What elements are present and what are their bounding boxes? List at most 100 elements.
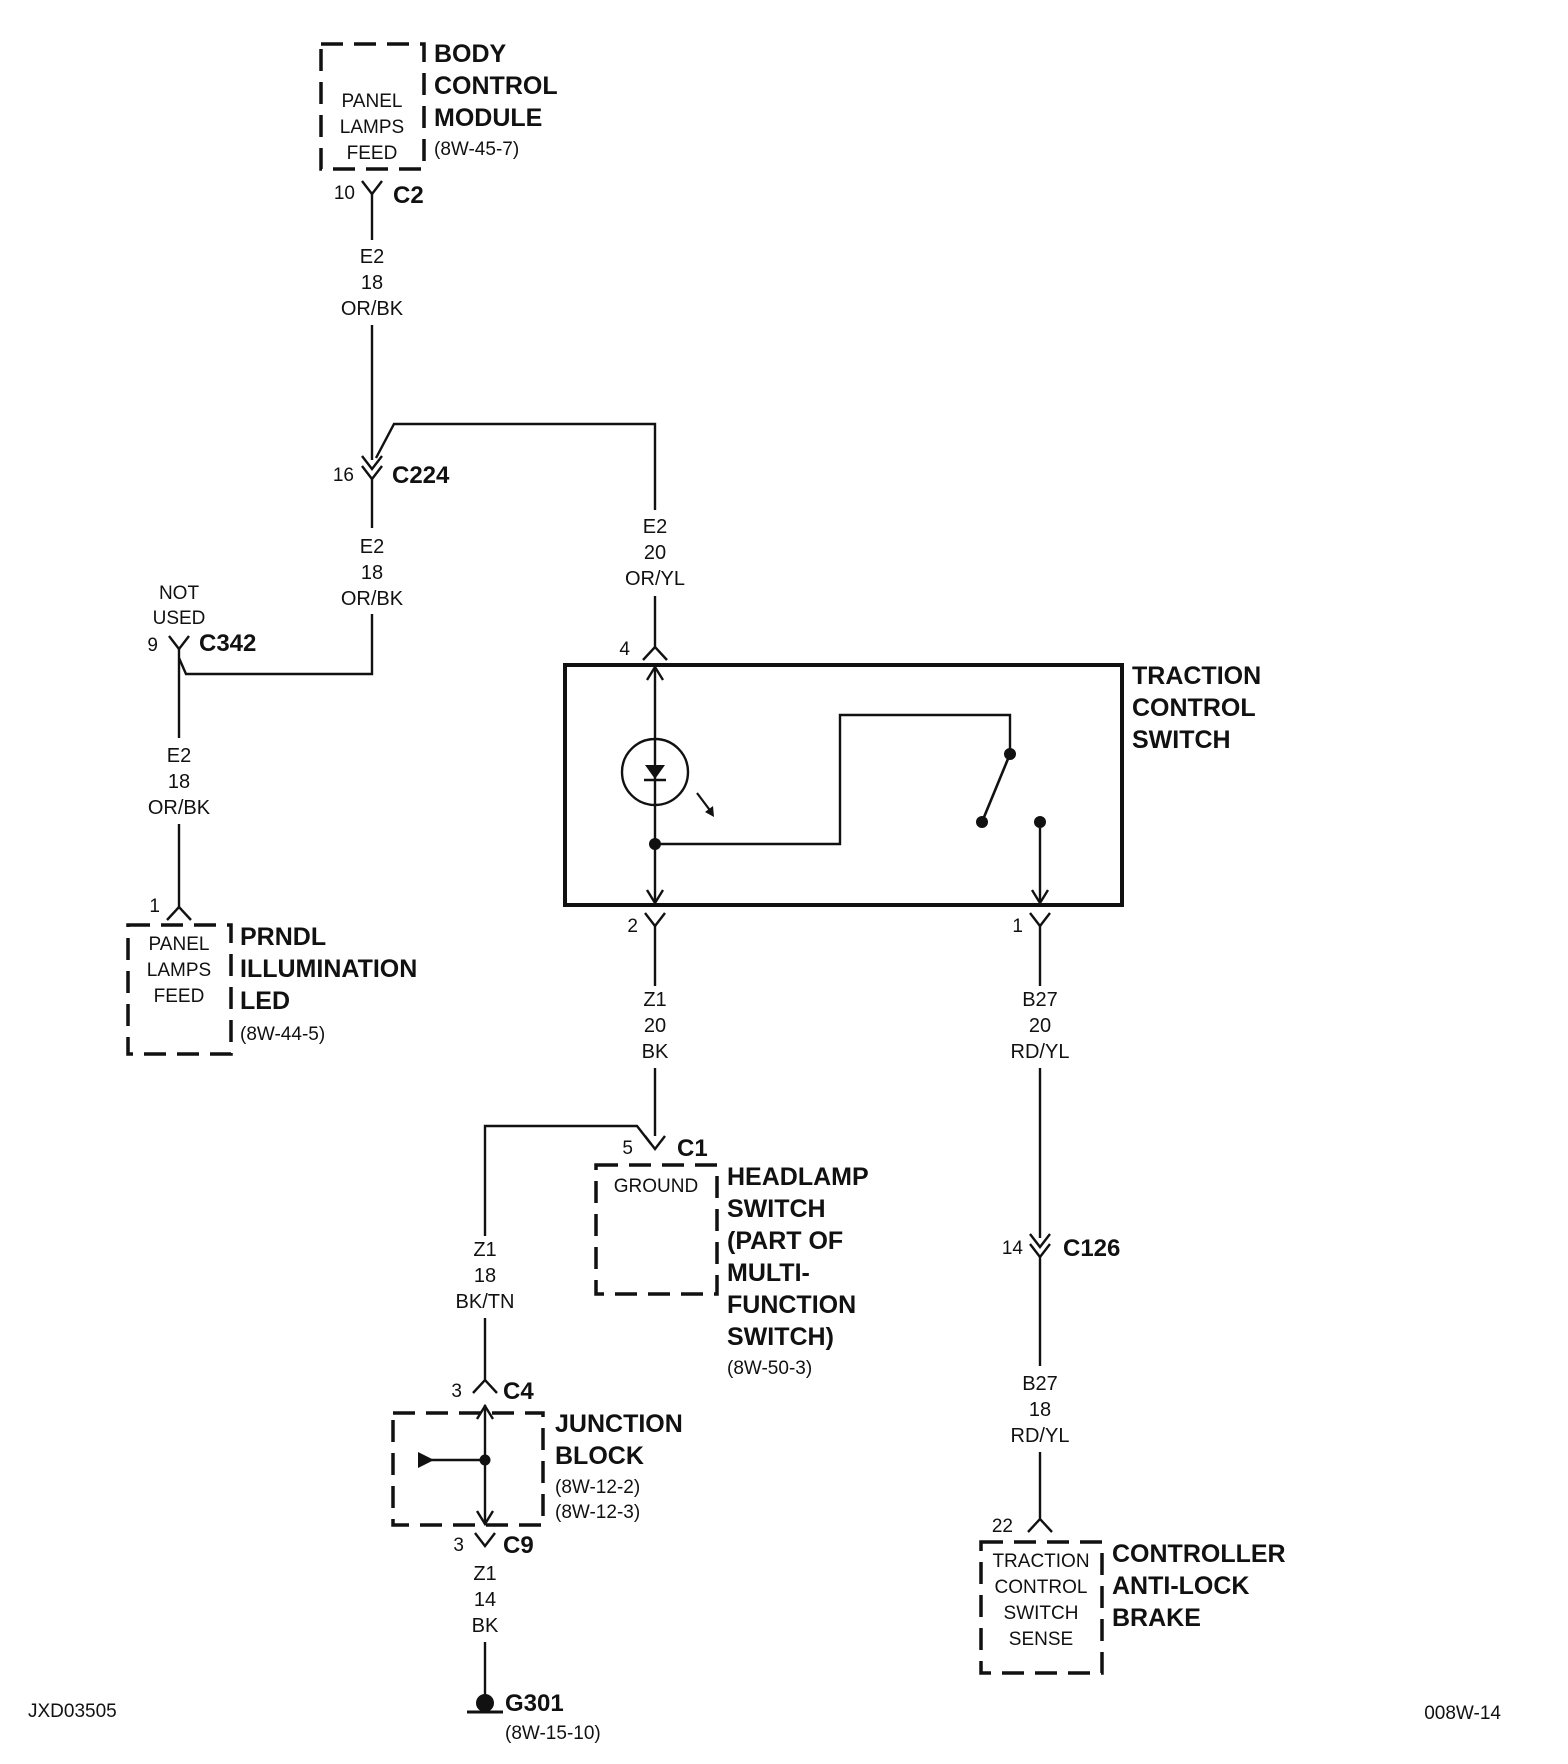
prndl-title-line-1: PRNDL <box>240 923 326 951</box>
splice-arrow-icon <box>418 1452 434 1468</box>
jb-title-line-2: BLOCK <box>555 1442 644 1470</box>
wire-branch-to-traction-switch <box>374 422 657 510</box>
body-control-module: PANEL LAMPS FEED BODY CONTROL MODULE (8W… <box>319 40 558 171</box>
connector-ts-pin1: 1 <box>1012 912 1051 937</box>
wire-c224-label-1: E2 <box>360 536 384 558</box>
ts-internal-wire <box>655 713 1012 846</box>
abs-circuit-line-4: SENSE <box>1009 1629 1073 1650</box>
c1-symbol <box>644 1135 666 1151</box>
c224-pin: 16 <box>333 465 354 486</box>
prndl-pin: 1 <box>149 896 160 917</box>
c342-name: C342 <box>199 630 256 657</box>
bcm-title-line-1: BODY <box>434 40 507 68</box>
wire-c1-to-junction <box>483 1124 652 1236</box>
abs-circuit-line-1: TRACTION <box>992 1551 1089 1572</box>
wire-prndl-label-3: OR/BK <box>148 797 211 819</box>
wire-b27-18-label-1: B27 <box>1022 1373 1058 1395</box>
wire-bcm-label-3: OR/BK <box>341 298 404 320</box>
abs-title-line-3: BRAKE <box>1112 1604 1201 1632</box>
headlamp-title-line-4: MULTI- <box>727 1259 810 1287</box>
led-icon <box>620 737 714 817</box>
jb-arrow-up <box>475 1403 495 1420</box>
connector-prndl: 1 <box>149 896 192 921</box>
prndl-circuit-line-2: LAMPS <box>147 960 211 981</box>
c342-pin: 9 <box>147 635 158 656</box>
abs-title-line-2: ANTI-LOCK <box>1112 1572 1249 1600</box>
wire-bcm-label-2: 18 <box>361 272 383 294</box>
ts-pin1-symbol <box>1029 912 1051 928</box>
wire-b27-20-label-2: 20 <box>1029 1015 1051 1037</box>
wire-z1-18-label-3: BK/TN <box>456 1291 515 1313</box>
wire-z1-18-label-1: Z1 <box>473 1239 496 1261</box>
headlamp-ref: (8W-50-3) <box>727 1358 812 1379</box>
connector-abs: 22 <box>992 1516 1053 1537</box>
wire-z1-14-label-3: BK <box>472 1615 499 1637</box>
wire-ts-label-3: OR/YL <box>625 568 685 590</box>
ts-arrow-down-pin1 <box>1030 889 1050 906</box>
headlamp-circuit-line-1: GROUND <box>614 1176 698 1197</box>
footer-right-code: 008W-14 <box>1424 1703 1501 1724</box>
wire-b27-18-label-2: 18 <box>1029 1399 1051 1421</box>
g301-ref: (8W-15-10) <box>505 1723 601 1744</box>
ts-title-line-3: SWITCH <box>1132 726 1231 754</box>
footer-left-code: JXD03505 <box>28 1701 117 1722</box>
c2-symbol <box>361 180 383 196</box>
jb-ref-1: (8W-12-2) <box>555 1477 640 1498</box>
connector-c342: NOT USED 9 C342 <box>147 583 256 657</box>
wire-ts-label-2: 20 <box>644 542 666 564</box>
c2-name: C2 <box>393 182 424 209</box>
c4-pin: 3 <box>451 1381 462 1402</box>
wire-z1-20-label-3: BK <box>642 1041 669 1063</box>
bcm-circuit-line-2: LAMPS <box>340 117 404 138</box>
abs-circuit-line-3: SWITCH <box>1004 1603 1079 1624</box>
abs-title-line-1: CONTROLLER <box>1112 1540 1286 1568</box>
connector-c4: 3 C4 <box>451 1378 534 1405</box>
c342-symbol <box>168 635 190 651</box>
jb-ref-2: (8W-12-3) <box>555 1502 640 1523</box>
c2-pin: 10 <box>334 183 355 204</box>
bcm-ref: (8W-45-7) <box>434 139 519 160</box>
ts-pin4-connector-symbol <box>642 645 668 661</box>
abs-connector-symbol <box>1027 1517 1053 1533</box>
connector-ts-pin2: 2 <box>627 912 666 937</box>
wire-z1-14-label-2: 14 <box>474 1589 496 1611</box>
ts-arrow-up <box>645 664 665 681</box>
abs-pin: 22 <box>992 1516 1013 1537</box>
wire-b27-20-label-1: B27 <box>1022 989 1058 1011</box>
prndl-title-line-2: ILLUMINATION <box>240 955 417 983</box>
traction-control-switch: 4 TRACTION CONTROL SWITCH <box>563 639 1261 907</box>
headlamp-title-line-2: SWITCH <box>727 1195 826 1223</box>
ts-pin4-label: 4 <box>619 639 630 660</box>
g301-name: G301 <box>505 1690 564 1717</box>
bcm-title-line-2: CONTROL <box>434 72 558 100</box>
wire-z1-20-label-2: 20 <box>644 1015 666 1037</box>
prndl-connector-symbol <box>166 905 192 921</box>
wire-z1-18-label-2: 18 <box>474 1265 496 1287</box>
c1-name: C1 <box>677 1135 708 1162</box>
junction-dashed-box <box>391 1411 545 1527</box>
c126-name: C126 <box>1063 1235 1120 1262</box>
headlamp-switch: GROUND HEADLAMP SWITCH (PART OF MULTI- F… <box>594 1163 869 1379</box>
c342-note-1: NOT <box>159 583 200 604</box>
ts-arrow-down <box>645 889 665 906</box>
headlamp-title-line-3: (PART OF <box>727 1227 843 1255</box>
c4-symbol <box>472 1378 498 1394</box>
prndl-title-line-3: LED <box>240 987 290 1015</box>
switch-contact-icon <box>976 748 1046 828</box>
bcm-dashed-box <box>319 42 426 171</box>
c9-pin: 3 <box>453 1535 464 1556</box>
abs-circuit-line-2: CONTROL <box>995 1577 1088 1598</box>
prndl-ref: (8W-44-5) <box>240 1024 325 1045</box>
wire-b27-18-label-3: RD/YL <box>1011 1425 1070 1447</box>
wire-ts-label-1: E2 <box>643 516 667 538</box>
c224-name: C224 <box>392 462 450 489</box>
prndl-illumination-led: PANEL LAMPS FEED PRNDL ILLUMINATION LED … <box>126 923 417 1056</box>
ts-title-line-1: TRACTION <box>1132 662 1261 690</box>
connector-c2: 10 C2 <box>334 180 424 209</box>
anti-lock-brake-controller: TRACTION CONTROL SWITCH SENSE CONTROLLER… <box>979 1540 1286 1675</box>
bcm-circuit-line-3: FEED <box>347 143 398 164</box>
headlamp-dashed-box <box>594 1163 719 1296</box>
connector-c9: 3 C9 <box>453 1532 533 1559</box>
ts-pin1-label: 1 <box>1012 916 1023 937</box>
